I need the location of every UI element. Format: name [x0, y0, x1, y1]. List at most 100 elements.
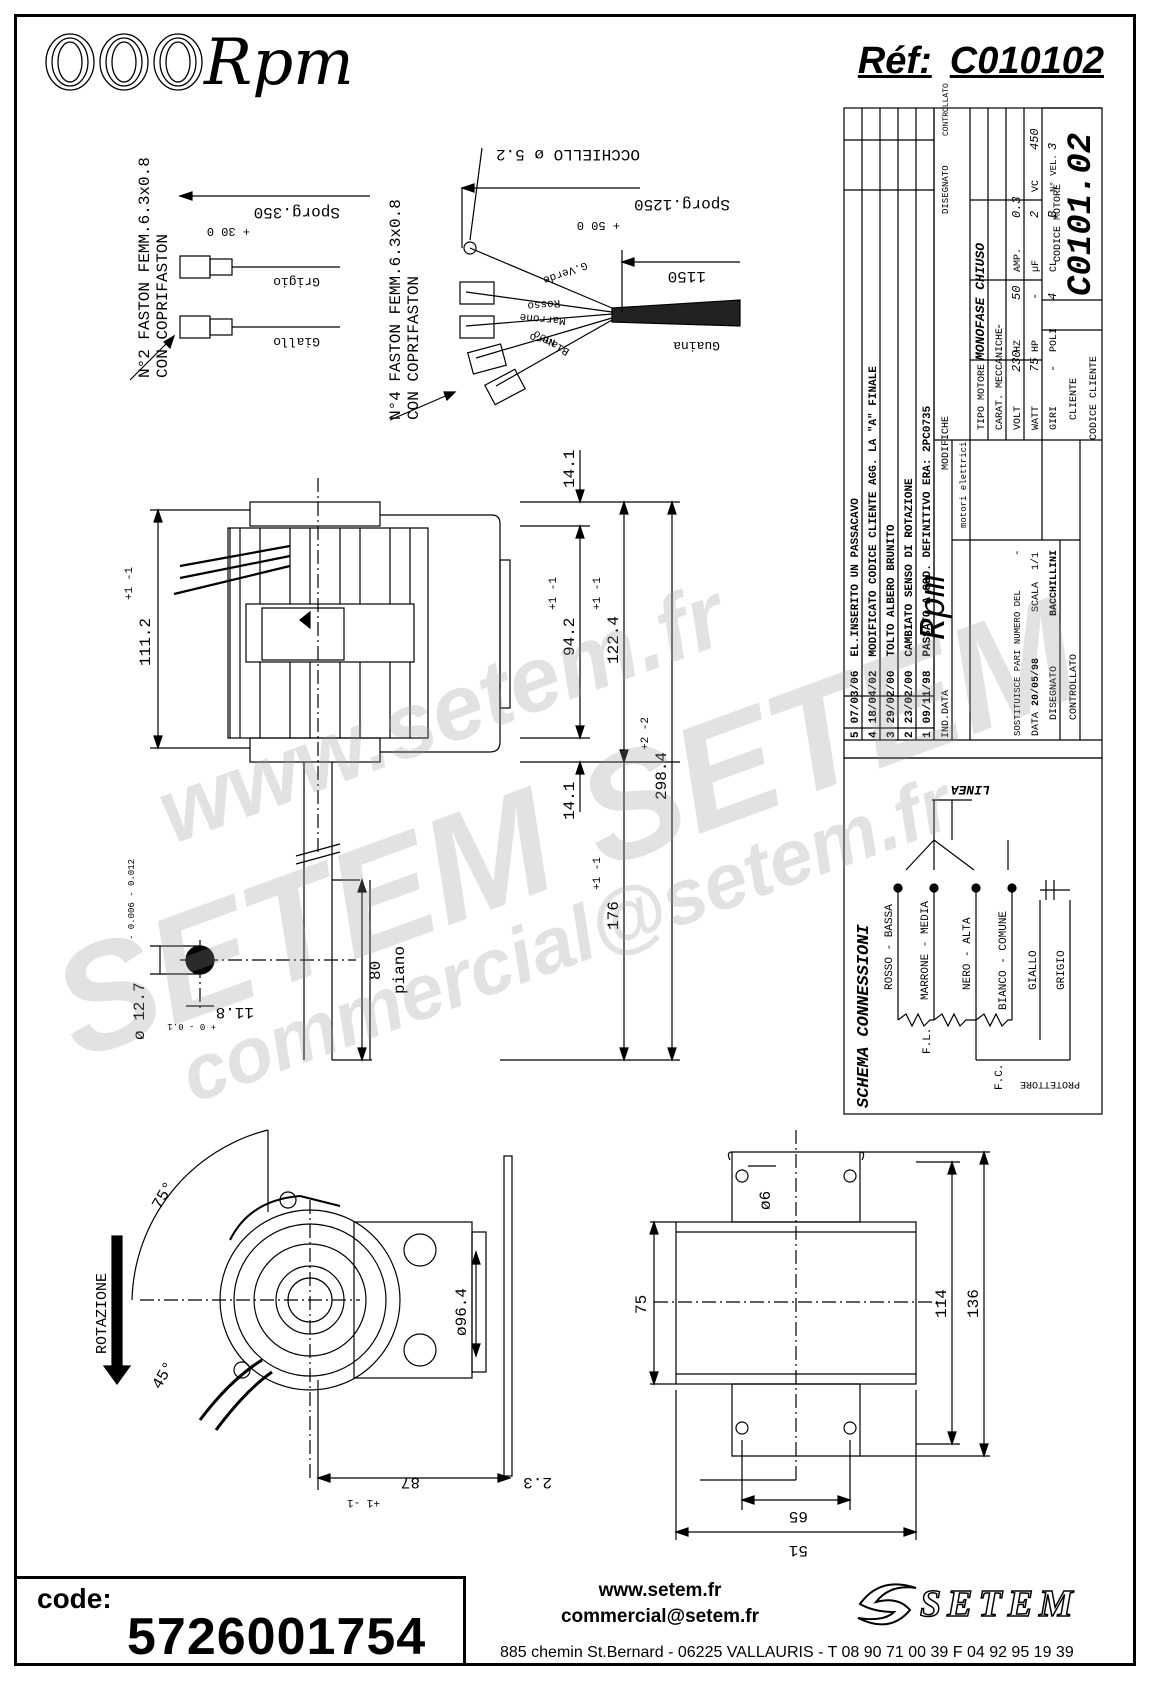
- schema-rosso-label: ROSSO - BASSA: [884, 904, 896, 990]
- codice-cliente-label: CODICE CLIENTE: [1089, 356, 1100, 440]
- data-label: DATA: [1031, 712, 1042, 736]
- hole-6-label: ø6: [757, 1191, 775, 1210]
- tipo-motore-value: MONOFASE CHIUSO: [973, 243, 988, 361]
- uf-label: µF: [1031, 260, 1042, 272]
- dim-75-label: 75: [633, 1295, 651, 1314]
- occhiello-label: OCCHIELLO ø 5.2: [496, 145, 640, 163]
- linea-label: LINEA: [951, 782, 990, 797]
- dim-87-label: 87: [401, 1473, 420, 1491]
- dim-136-label: 136: [965, 1289, 983, 1318]
- giri-label: GIRI: [1049, 406, 1060, 430]
- setem-swirl-icon: [857, 1583, 917, 1626]
- dim-14a-label: 14.1: [561, 450, 579, 488]
- shaft-diameter-label: ø 12.7: [131, 982, 149, 1040]
- dim-94-label: 94.2: [561, 618, 579, 656]
- schema-title: SCHEMA CONNESSIONI: [855, 924, 874, 1108]
- disegnato-header: DISEGNATO: [941, 165, 951, 214]
- amp-value: 0.3: [1010, 196, 1024, 218]
- piano-label: piano: [391, 946, 409, 994]
- schema-fl-label: F.L.: [922, 1028, 934, 1054]
- giri-value: -: [1046, 365, 1060, 372]
- website-link[interactable]: www.setem.fr: [598, 1580, 722, 1601]
- drawing-frame: [14, 14, 1136, 1666]
- email-link[interactable]: commercial@setem.fr: [560, 1606, 760, 1627]
- revision-date-header: DATA: [941, 690, 952, 714]
- wire-giallo-label: Giallo: [273, 334, 320, 349]
- schema-grigio-label: GRIGIO: [1056, 950, 1068, 990]
- carat-value: -: [992, 323, 1006, 330]
- disegnato-value: BACCHILLINI: [1049, 550, 1060, 616]
- faston4-sublabel: CON COPRIFASTON: [405, 276, 423, 420]
- reference-title: Réf:C010102: [858, 40, 1104, 83]
- schema-protettore-label: PROTETTORE: [1020, 1078, 1080, 1089]
- uf-value: 2: [1028, 211, 1042, 218]
- schema-marrone-label: MARRONE - MEDIA: [920, 901, 932, 1000]
- nvel-label: N° VEL.: [1049, 154, 1059, 192]
- schema-fc-label: F.C.: [994, 1064, 1006, 1090]
- dim-94-tolerance: +1 -1: [548, 577, 560, 610]
- code-box: code: 5726001754: [14, 1576, 466, 1666]
- codice-motore-label: CODICE MOTORE: [1053, 184, 1064, 262]
- dim-51-label: 51: [789, 1541, 808, 1559]
- controllato-header: CONTROLLATO: [942, 83, 951, 136]
- scala-value: 1/1: [1030, 552, 1042, 570]
- cl-value: B: [1046, 211, 1060, 218]
- contact-block: www.setem.fr commercial@setem.fr: [480, 1578, 840, 1630]
- modifiche-header: MODIFICHE: [941, 416, 952, 470]
- revision-2: 223/02/00CAMBIATO SENSO DI ROTAZIONE: [904, 478, 916, 738]
- poli-value: 4: [1046, 293, 1060, 300]
- reference-value: C010102: [949, 40, 1104, 82]
- rpm-subtitle: motori elettrici: [959, 442, 969, 528]
- title-block-brand: Rpm: [914, 575, 955, 640]
- volt-label: VOLT: [1013, 406, 1024, 430]
- revision-4: 418/04/02MODIFICATO CODICE CLIENTE AGG. …: [868, 366, 880, 738]
- cliente-label: CLIENTE: [1069, 378, 1080, 420]
- dim-111-tolerance: +1 -1: [124, 567, 136, 600]
- revision-3: 329/02/00TOLTO ALBERO BRUNITO: [886, 524, 898, 738]
- guaina-label: Guaina: [673, 338, 720, 353]
- sporg350-label: Sporg.350: [254, 203, 340, 221]
- company-address: 885 chemin St.Bernard - 06225 VALLAURIS …: [500, 1644, 1074, 1661]
- sporg1250-label: Sporg.1250: [634, 195, 730, 213]
- sostituisce-label: SOSTITUISCE PARI NUMERO DEL: [1013, 590, 1023, 736]
- dim-65-label: 65: [789, 1507, 808, 1525]
- shaft-flat-tolerance: + 0 - 0.1: [167, 1021, 216, 1031]
- dim-298-label: 298.4: [653, 752, 671, 800]
- dim-122-tolerance: +1 -1: [592, 577, 604, 610]
- dim-114-label: 114: [933, 1289, 951, 1318]
- schema-bianco-label: BIANCO - COMUNE: [998, 911, 1010, 1010]
- setem-logo: SETEM: [850, 1574, 1110, 1634]
- shaft-flat-label: 11.8: [216, 1003, 254, 1021]
- faston4-label: N°4 FASTON FEMM.6.3x0.8: [387, 199, 405, 420]
- wire-grigio-label: Grigio: [273, 274, 320, 289]
- code-value: 5726001754: [127, 1608, 427, 1666]
- dim-80-label: 80: [367, 961, 385, 980]
- schema-giallo-label: GIALLO: [1028, 950, 1040, 990]
- data-value: 20/05/98: [1030, 658, 1042, 706]
- carat-label: CARAT. MECCANICHE: [995, 328, 1006, 430]
- sostituisce-value: -: [1012, 549, 1024, 556]
- coil-logo-icon: [45, 33, 203, 91]
- volt-value: 230: [1010, 350, 1024, 372]
- wire-gverde-label: G.Verde: [541, 258, 589, 285]
- tipo-motore-label: TIPO MOTORE: [977, 364, 988, 430]
- vc-label: VC: [1031, 180, 1042, 192]
- angle-75-label: 75°: [149, 1179, 179, 1213]
- faston2-label: N°2 FASTON FEMM.6.3x0.8: [136, 157, 154, 378]
- poli-label: POLI: [1049, 328, 1060, 352]
- schema-nero-label: NERO - ALTA: [962, 917, 974, 990]
- watt-value: 75: [1028, 358, 1042, 372]
- code-label: code:: [37, 1583, 112, 1614]
- disegnato-label: DISEGNATO: [1049, 666, 1060, 720]
- revision-1: 109/11/98PASSATO A COD. DEFINITIVO ERA: …: [922, 405, 934, 738]
- revision-ind-header: IND.: [941, 714, 952, 738]
- dim-111-label: 111.2: [137, 618, 155, 666]
- nvel-value: 3: [1046, 143, 1060, 150]
- rpm-logo: Rpm: [44, 28, 364, 100]
- dim-122-label: 122.4: [605, 616, 623, 664]
- wire-rosso-label: Rosso: [527, 296, 561, 311]
- faston2-sublabel: CON COPRIFASTON: [154, 234, 172, 378]
- hp-label: HP: [1031, 340, 1042, 352]
- sporg350-tolerance: + 30 0: [207, 224, 250, 238]
